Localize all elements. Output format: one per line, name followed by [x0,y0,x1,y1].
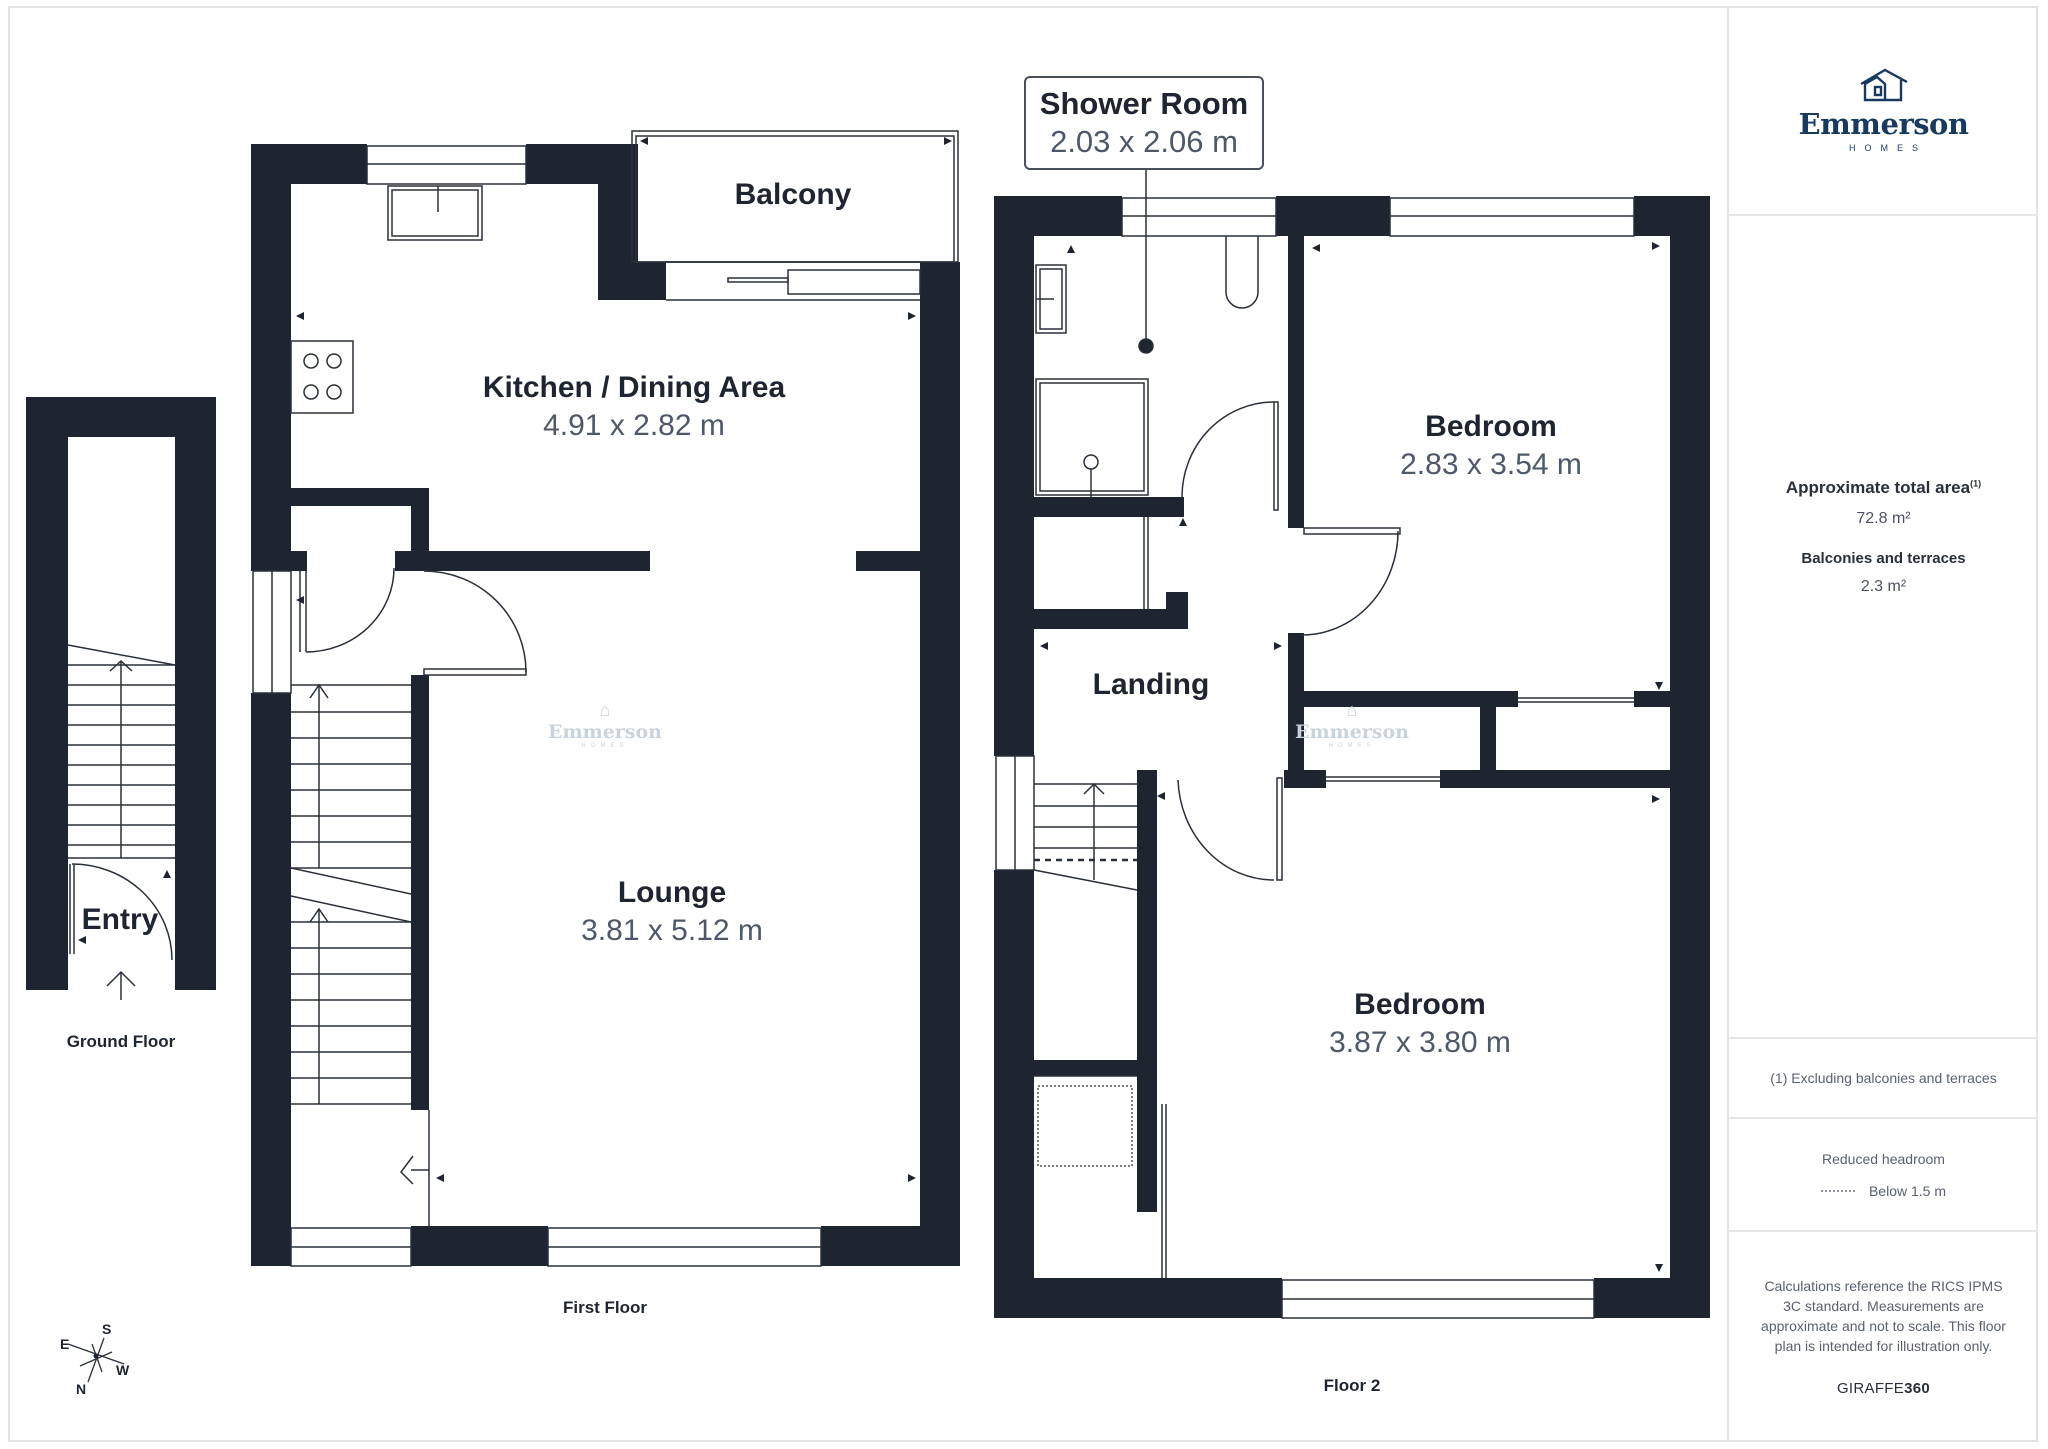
room-label-bedroom-1: Bedroom 2.83 x 3.54 m [1400,410,1582,481]
floor-label-first: First Floor [562,1298,648,1317]
watermark-logo: ⌂ Emmerson HOMES [548,700,662,749]
floor-label-ground: Ground Floor [66,1032,176,1051]
room-label-balcony: Balcony [734,178,852,211]
total-area-label: Approximate total area(1) [1785,477,1982,497]
compass-west: W [116,1362,130,1378]
floor-label-floor-2: Floor 2 [1323,1376,1381,1395]
info-panel: Emmerson HOMES Approximate total area(1)… [1727,6,2038,1442]
area-summary: Approximate total area(1) 72.8 m² Balcon… [1729,216,2038,1039]
watermark-logo: ⌂ Emmerson HOMES [1295,700,1409,749]
room-label-bedroom-2: Bedroom 3.87 x 3.80 m [1329,988,1511,1059]
page-frame [8,6,2038,1442]
disclaimer-section: Calculations reference the RICS IPMS 3C … [1729,1232,2038,1440]
brand-logo: Emmerson HOMES [1729,6,2038,216]
balconies-label: Balconies and terraces [1801,549,1966,567]
balconies-value: 2.3 m² [1860,577,1907,595]
room-label-entry: Entry [81,903,159,936]
disclaimer-text: Calculations reference the RICS IPMS 3C … [1761,1277,2006,1354]
floor2-walls [994,196,1710,1318]
compass-north: N [76,1381,87,1397]
compass-south: S [102,1321,112,1337]
compass-east: E [60,1336,70,1352]
total-area-value: 72.8 m² [1856,509,1911,527]
room-callout-shower-room: Shower Room 2.03 x 2.06 m [1024,76,1264,170]
house-logo-icon [1859,68,1908,102]
room-label-kitchen-dining: Kitchen / Dining Area 4.91 x 2.82 m [482,371,786,442]
provider-logo: GIRAFFE360 [1836,1379,1931,1397]
room-label-lounge: Lounge 3.81 x 5.12 m [581,876,763,947]
dotted-line-icon [1820,1189,1855,1192]
compass-rose-icon [67,1337,125,1383]
ground-floor-walls [26,397,216,990]
footnote: (1) Excluding balconies and terraces [1729,1039,2038,1119]
first-floor-walls [251,144,960,1266]
headroom-legend: Reduced headroom Below 1.5 m [1729,1119,2038,1232]
house-watermark-icon: ⌂ [1346,700,1358,720]
house-watermark-icon: ⌂ [599,700,611,720]
room-label-landing: Landing [1092,668,1210,701]
